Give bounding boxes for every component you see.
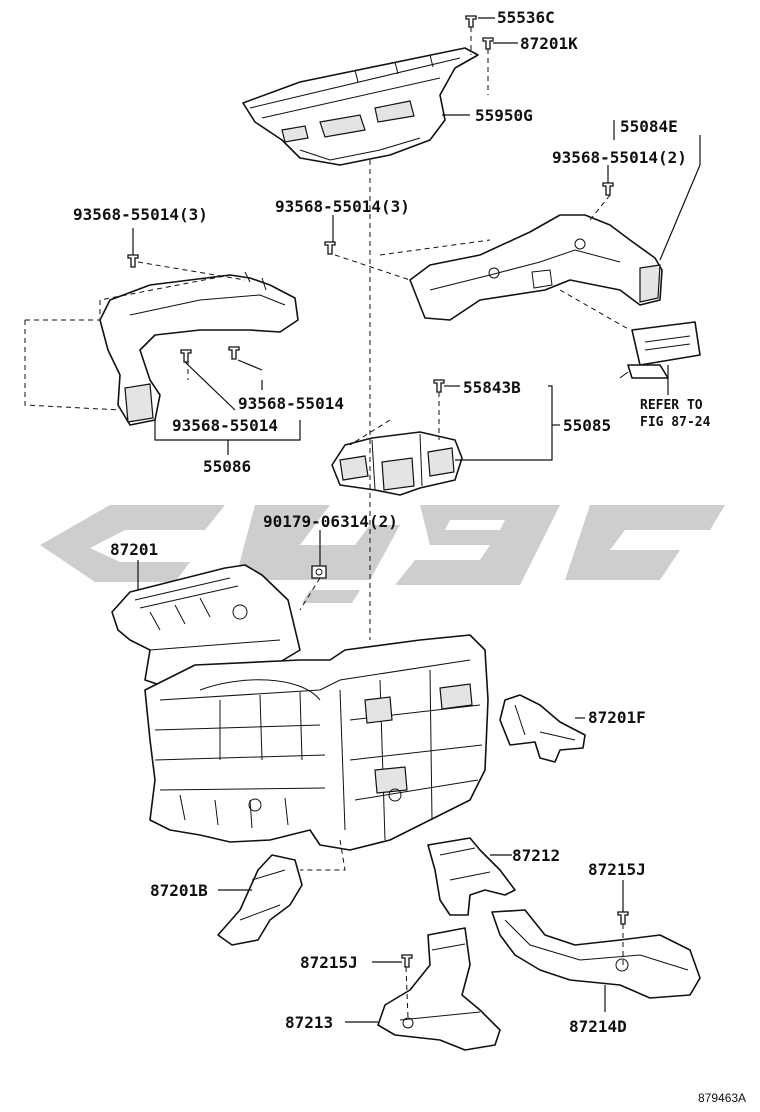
clip-90179-icon: [311, 565, 327, 579]
screw-93568-left-icon: [127, 254, 139, 268]
leader-lines: [132, 17, 701, 1023]
screw-55843B-icon: [433, 379, 445, 393]
alignment-dashed-lines: [24, 27, 631, 1019]
label-87213: 87213: [285, 1013, 333, 1032]
label-93568-mid2: 93568-55014: [172, 416, 278, 435]
duct-87212: [427, 837, 516, 916]
label-87201B: 87201B: [150, 881, 208, 900]
defroster-nozzle-55950G: [242, 47, 479, 166]
label-55536C: 55536C: [497, 8, 555, 27]
duct-87201F: [499, 694, 586, 763]
reference-line-1: REFER TO: [640, 398, 703, 413]
label-87201F: 87201F: [588, 708, 646, 727]
hvac-unit-assembly: [144, 634, 489, 851]
screw-93568-right-icon: [602, 182, 614, 196]
air-inlet-duct-87201: [111, 564, 301, 686]
label-55085: 55085: [563, 416, 611, 435]
label-93568-top: 93568-55014(3): [275, 197, 410, 216]
label-55843B: 55843B: [463, 378, 521, 397]
electronic-module: [619, 321, 701, 379]
figure-code: 879463A: [698, 1091, 746, 1105]
screw-87215J-right-icon: [617, 911, 629, 925]
label-87215J-right: 87215J: [588, 860, 646, 879]
screw-87201K-icon: [482, 37, 494, 50]
label-55950G: 55950G: [475, 106, 533, 125]
label-90179: 90179-06314(2): [263, 512, 398, 531]
label-93568-left: 93568-55014(3): [73, 205, 208, 224]
label-93568-mid1: 93568-55014: [238, 394, 344, 413]
screw-87215J-left-icon: [401, 954, 413, 968]
label-87201: 87201: [110, 540, 158, 559]
label-93568-right: 93568-55014(2): [552, 148, 687, 167]
duct-87214D: [491, 909, 701, 999]
duct-87201B: [217, 854, 303, 946]
label-87212: 87212: [512, 846, 560, 865]
label-55086: 55086: [203, 457, 251, 476]
screw-55536C-icon: [465, 15, 477, 28]
screw-93568-mid2-icon: [228, 346, 240, 360]
reference-line-2: FIG 87-24: [640, 415, 711, 430]
side-defroster-duct-55084E: [409, 214, 663, 321]
label-87215J-left: 87215J: [300, 953, 358, 972]
duct-87213: [377, 927, 501, 1051]
screw-93568-top-icon: [324, 241, 336, 255]
label-55084E: 55084E: [620, 117, 678, 136]
label-87214D: 87214D: [569, 1017, 627, 1036]
label-87201K: 87201K: [520, 34, 578, 53]
watermark-logo: [40, 505, 725, 603]
side-defroster-duct-55086: [99, 271, 299, 426]
screw-93568-mid1-icon: [180, 349, 192, 363]
center-register-55085: [331, 431, 463, 496]
